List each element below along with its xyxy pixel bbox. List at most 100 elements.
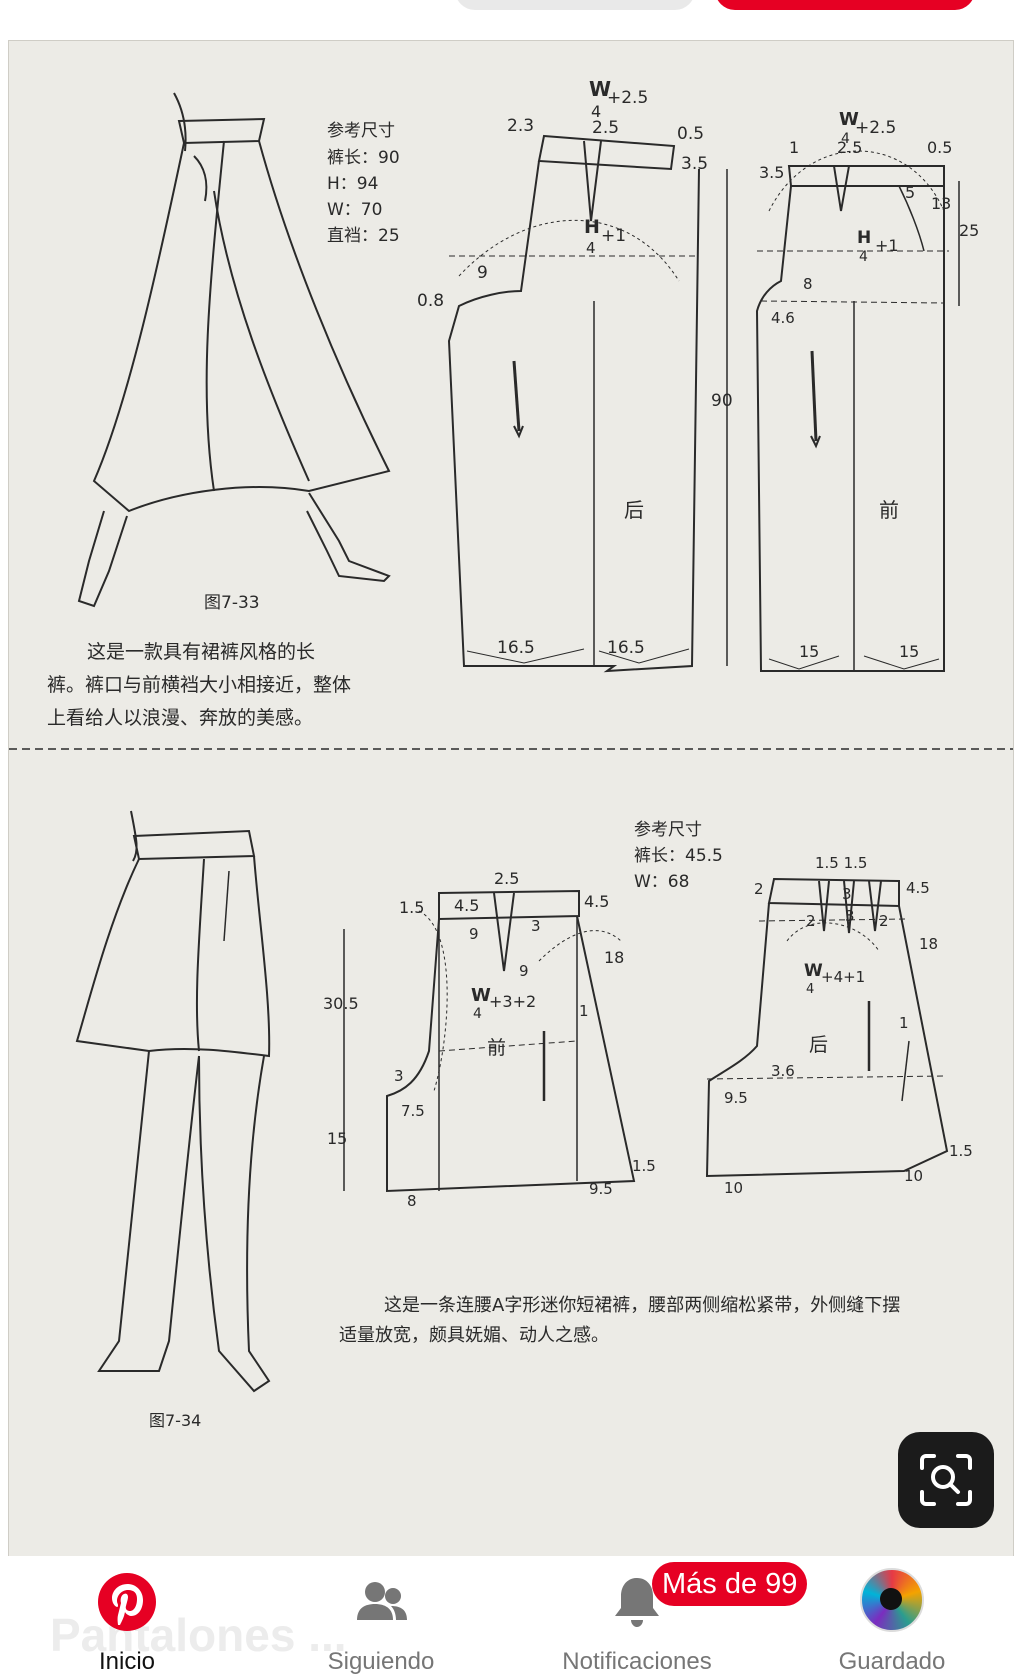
figure-number: 图7-33 — [204, 593, 260, 613]
dim-label: +1 — [601, 226, 626, 246]
dim-label: 3.5 — [681, 154, 708, 174]
dim-label: 4 — [841, 131, 850, 147]
dim-label: W — [839, 109, 859, 130]
notification-badge: Más de 99 — [652, 1562, 808, 1606]
dim-label: 4 — [473, 1006, 482, 1022]
top-pill-secondary[interactable] — [455, 0, 695, 10]
dim-label: 4 — [859, 249, 868, 265]
nav-item-following[interactable]: Siguiendo — [281, 1556, 481, 1676]
dim-label: 4.5 — [454, 896, 479, 915]
piece-label-front: 前 — [879, 498, 899, 522]
dim-label: 9 — [519, 962, 529, 980]
caption-line: 裤。裤口与前横裆大小相接近，整体 — [47, 674, 351, 696]
caption-line: 适量放宽，颇具妩媚、动人之感。 — [339, 1325, 609, 1346]
bottom-ref-line: W：68 — [634, 872, 689, 892]
dim-label: 9.5 — [589, 1180, 613, 1198]
people-icon — [357, 1582, 407, 1620]
dim-label: 3 — [845, 907, 855, 925]
dim-label: +4+1 — [821, 968, 865, 986]
dim-label: 3.5 — [759, 163, 784, 182]
dim-label: 1.5 — [399, 898, 424, 917]
dim-label: 25 — [959, 221, 979, 240]
bottom-navigation: Pantalones ... Inicio Siguiendo Notifica… — [0, 1556, 1020, 1676]
nav-label: Inicio — [98, 1648, 156, 1675]
dim-label: 15 — [327, 1129, 347, 1148]
nav-label: Notificaciones — [562, 1648, 712, 1675]
bell-icon — [615, 1578, 659, 1627]
dim-label: 3 — [842, 885, 852, 903]
dim-label: 1 — [789, 138, 799, 157]
sewing-pattern-illustration: 参考尺寸 裤长：90 H：94 W：70 直裆：25 W 4 +2.5 2.3 … — [9, 77, 1013, 1430]
pattern-back-mini — [705, 877, 949, 1178]
dim-label: 4 — [591, 102, 601, 121]
bottom-ref-line: 裤长：45.5 — [634, 846, 723, 866]
figure-long-culottes — [77, 92, 391, 608]
dim-label: +3+2 — [489, 992, 536, 1011]
dim-label: 7.5 — [401, 1102, 425, 1120]
dim-label: 2.3 — [507, 116, 534, 136]
figure-mini-culottes — [75, 810, 271, 1393]
top-ref-line: H：94 — [327, 174, 378, 194]
dim-label: 3 — [394, 1067, 404, 1085]
dim-label: 1.5 — [949, 1142, 973, 1160]
top-ref-line: W：70 — [327, 200, 382, 220]
dim-label: 4.5 — [584, 892, 609, 911]
dim-label: W — [589, 77, 611, 101]
nav-label: Siguiendo — [327, 1648, 435, 1675]
dim-label: 2 — [879, 912, 889, 930]
dim-label: 4 — [806, 982, 814, 997]
pin-image[interactable]: 参考尺寸 裤长：90 H：94 W：70 直裆：25 W 4 +2.5 2.3 … — [8, 40, 1014, 1562]
dim-label: 1.5 1.5 — [815, 854, 867, 872]
nav-item-saved[interactable]: Guardado — [792, 1556, 992, 1676]
dim-label: 2.5 — [494, 869, 519, 888]
dim-label: 2 — [754, 880, 764, 898]
pattern-front-long — [755, 150, 960, 672]
dim-label: 8 — [803, 275, 813, 293]
nav-label: Guardado — [838, 1648, 946, 1675]
top-ref-title: 参考尺寸 — [327, 121, 395, 141]
dim-label: +2.5 — [855, 118, 896, 138]
dim-label: +2.5 — [607, 88, 648, 108]
dim-label: 16.5 — [497, 638, 535, 658]
dim-label: 4.6 — [771, 309, 795, 327]
dim-label: 18 — [604, 948, 624, 967]
dim-label: 4 — [586, 239, 596, 257]
dim-label: 9.5 — [724, 1089, 748, 1107]
dim-label: +1 — [875, 236, 899, 255]
visual-search-icon — [920, 1454, 972, 1506]
dim-label: 2 — [806, 912, 816, 930]
dim-label: 15 — [799, 642, 819, 661]
top-pill-save[interactable] — [715, 0, 975, 10]
dim-label: 30.5 — [323, 994, 359, 1013]
pin-title-ghost: Pantalones ... — [50, 1609, 347, 1661]
avatar — [860, 1568, 924, 1632]
dim-label: 90 — [711, 391, 733, 411]
dim-label: 5 — [905, 183, 915, 202]
dim-label: 16.5 — [607, 638, 645, 658]
pattern-front-mini — [343, 889, 636, 1193]
piece-label-front: 前 — [487, 1037, 506, 1059]
nav-item-home[interactable]: Inicio — [27, 1556, 227, 1676]
dim-label: H — [857, 228, 871, 248]
piece-label-back: 后 — [809, 1034, 828, 1056]
pattern-back-long — [447, 134, 700, 673]
dim-label: H — [584, 216, 600, 238]
caption-line: 这是一条连腰A字形迷你短裙裤，腰部两侧缩松紧带，外侧缝下摆 — [384, 1295, 900, 1316]
dim-label: W — [471, 985, 491, 1006]
top-ref-line: 直裆：25 — [327, 226, 400, 246]
dim-label: 8 — [407, 1192, 417, 1210]
nav-item-notifications[interactable]: Notificaciones — [537, 1556, 737, 1676]
caption-line: 这是一款具有裙裤风格的长 — [87, 641, 315, 663]
dim-label: 0.5 — [927, 138, 952, 157]
dim-label: 13 — [931, 194, 951, 213]
bottom-ref-title: 参考尺寸 — [634, 820, 702, 840]
figure-number: 图7-34 — [149, 1411, 201, 1430]
dim-label: 18 — [919, 935, 938, 953]
dim-label: W — [804, 961, 823, 981]
visual-search-button[interactable] — [898, 1432, 994, 1528]
dim-label: 9 — [477, 263, 488, 283]
piece-label-back: 后 — [624, 498, 644, 522]
dim-label: 1 — [899, 1014, 909, 1032]
dim-label: 0.5 — [677, 124, 704, 144]
dim-label: 4.5 — [906, 879, 930, 897]
